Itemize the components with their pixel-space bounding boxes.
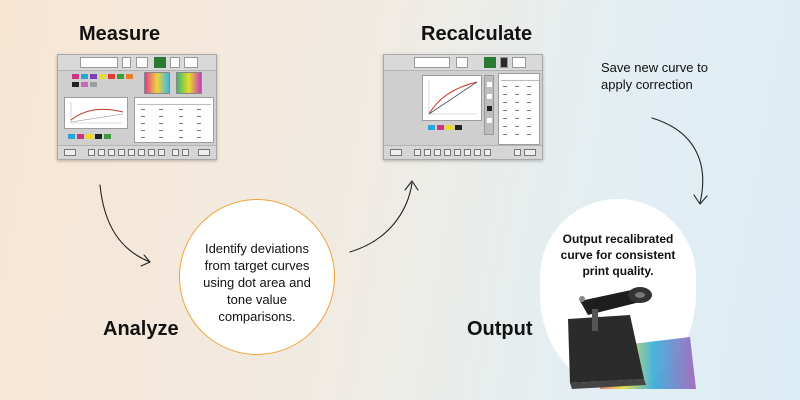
analyze-circle: Identify deviations from target curves u… [179,199,335,355]
measure-title: Measure [79,23,161,45]
toolbar [58,55,216,71]
save-curve-note: Save new curve to apply correction [601,60,708,92]
measure-screenshot [57,54,217,160]
analyze-title: Analyze [103,318,179,340]
curve-graph-icon [422,75,482,121]
curve-graph-icon [64,97,128,129]
output-description: Output recalibrated curve for consistent… [560,232,676,278]
bottom-toolbar [384,145,542,159]
bottom-toolbar [58,145,216,159]
side-controls [484,75,494,135]
output-circle: Output recalibrated curve for consistent… [540,199,696,389]
output-title: Output [467,318,533,340]
data-table [498,73,540,145]
recalculate-screenshot [383,54,543,160]
analyze-description: Identify deviations from target curves u… [203,241,311,324]
recalculate-title: Recalculate [421,23,533,45]
arrow-icon [651,117,704,204]
data-table [134,97,214,143]
arrow-icon [99,184,151,263]
toolbar [384,55,542,71]
spectrophotometer-icon [568,287,696,389]
arrow-icon [349,182,413,253]
